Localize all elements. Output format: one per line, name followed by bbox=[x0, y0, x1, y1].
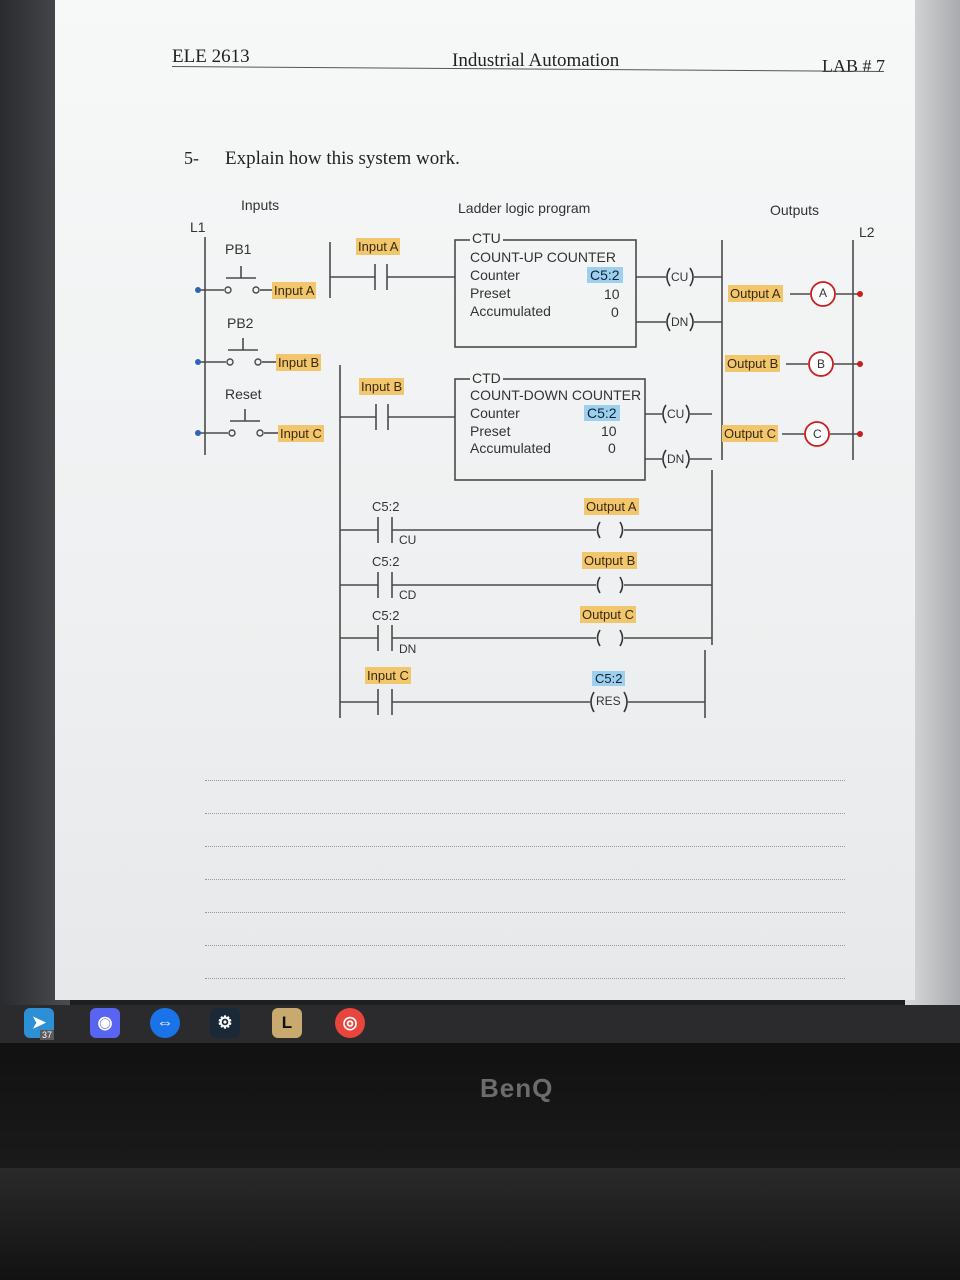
rail-l1: L1 bbox=[190, 219, 206, 235]
ctu-cu-coil: CU bbox=[671, 270, 689, 284]
ctu-name: COUNT-UP COUNTER bbox=[470, 249, 616, 265]
rung3-coil-label: Output A bbox=[584, 498, 639, 515]
question-number: 5- bbox=[184, 148, 199, 168]
reset-label: Reset bbox=[225, 386, 262, 402]
lamp-b: B bbox=[817, 357, 826, 371]
reset-coil: RES bbox=[596, 694, 621, 708]
ctu-acc-value: 0 bbox=[611, 304, 619, 320]
rung4-coil-label: Output B bbox=[582, 552, 638, 569]
monitor-bezel bbox=[0, 1043, 960, 1168]
desk-surface bbox=[0, 1168, 960, 1280]
ctu-dn-coil: DN bbox=[671, 315, 689, 329]
ctu-acc-label: Accumulated bbox=[470, 303, 551, 319]
ctu-type: CTU bbox=[470, 230, 503, 246]
rung4-bit: CD bbox=[399, 588, 417, 602]
ctd-counter-value: C5:2 bbox=[584, 405, 620, 421]
outputs-heading: Outputs bbox=[770, 202, 820, 218]
rung5-bit: DN bbox=[399, 642, 417, 656]
ctu-preset-value: 10 bbox=[604, 286, 620, 302]
league-client-icon[interactable]: L bbox=[272, 1008, 302, 1038]
ctd-name: COUNT-DOWN COUNTER bbox=[470, 387, 642, 403]
input-a-terminal: Input A bbox=[272, 282, 317, 299]
input-c-terminal: Input C bbox=[278, 425, 324, 442]
ctd-cu-coil: CU bbox=[667, 407, 685, 421]
monitor-brand-logo: BenQ bbox=[480, 1073, 554, 1103]
taskbar-badge: 37 bbox=[40, 1030, 55, 1040]
pb2-label: PB2 bbox=[227, 315, 254, 331]
rung3-bit: CU bbox=[399, 533, 417, 547]
output-a-terminal: Output A bbox=[728, 285, 783, 302]
chrome-icon[interactable]: ◎ bbox=[335, 1008, 365, 1038]
answer-lines bbox=[205, 780, 845, 1011]
worksheet-page bbox=[55, 0, 915, 1000]
ctd-dn-coil: DN bbox=[667, 452, 685, 466]
ladder-heading: Ladder logic program bbox=[458, 200, 591, 216]
discord-icon[interactable]: ◉ bbox=[90, 1008, 120, 1038]
teamviewer-icon[interactable]: ⇔ bbox=[150, 1008, 180, 1038]
rung3-address: C5:2 bbox=[372, 499, 400, 514]
input-b-terminal: Input B bbox=[276, 354, 322, 371]
ctd-type: CTD bbox=[470, 370, 503, 386]
rung4-address: C5:2 bbox=[372, 554, 400, 569]
rung5-coil-label: Output C bbox=[580, 606, 637, 623]
ctd-acc-label: Accumulated bbox=[470, 440, 551, 456]
input-b-contact-label: Input B bbox=[359, 378, 405, 395]
ctd-preset-label: Preset bbox=[470, 423, 511, 439]
output-b-terminal: Output B bbox=[725, 355, 781, 372]
question-text: Explain how this system work. bbox=[225, 148, 460, 169]
ctu-counter-label: Counter bbox=[470, 267, 520, 283]
ctd-acc-value: 0 bbox=[608, 440, 616, 456]
ctu-counter-value: C5:2 bbox=[587, 267, 623, 283]
rung6-coil-address: C5:2 bbox=[592, 671, 626, 686]
rung5-address: C5:2 bbox=[372, 608, 400, 623]
ctd-counter-label: Counter bbox=[470, 405, 520, 421]
ctd-preset-value: 10 bbox=[601, 423, 617, 439]
lamp-c: C bbox=[813, 427, 822, 441]
lamp-a: A bbox=[819, 286, 828, 300]
ctu-preset-label: Preset bbox=[470, 285, 511, 301]
pb1-label: PB1 bbox=[225, 241, 252, 257]
inputs-heading: Inputs bbox=[241, 197, 280, 213]
course-code: ELE 2613 bbox=[172, 46, 250, 67]
course-title: Industrial Automation bbox=[452, 50, 620, 71]
rail-l2: L2 bbox=[859, 224, 875, 240]
wiring-lines bbox=[195, 237, 863, 718]
steam-icon[interactable]: ⚙ bbox=[210, 1008, 240, 1038]
output-c-terminal: Output C bbox=[722, 425, 779, 442]
taskbar bbox=[0, 1005, 960, 1043]
rung6-contact-label: Input C bbox=[365, 667, 411, 684]
input-a-contact-label: Input A bbox=[356, 238, 401, 255]
